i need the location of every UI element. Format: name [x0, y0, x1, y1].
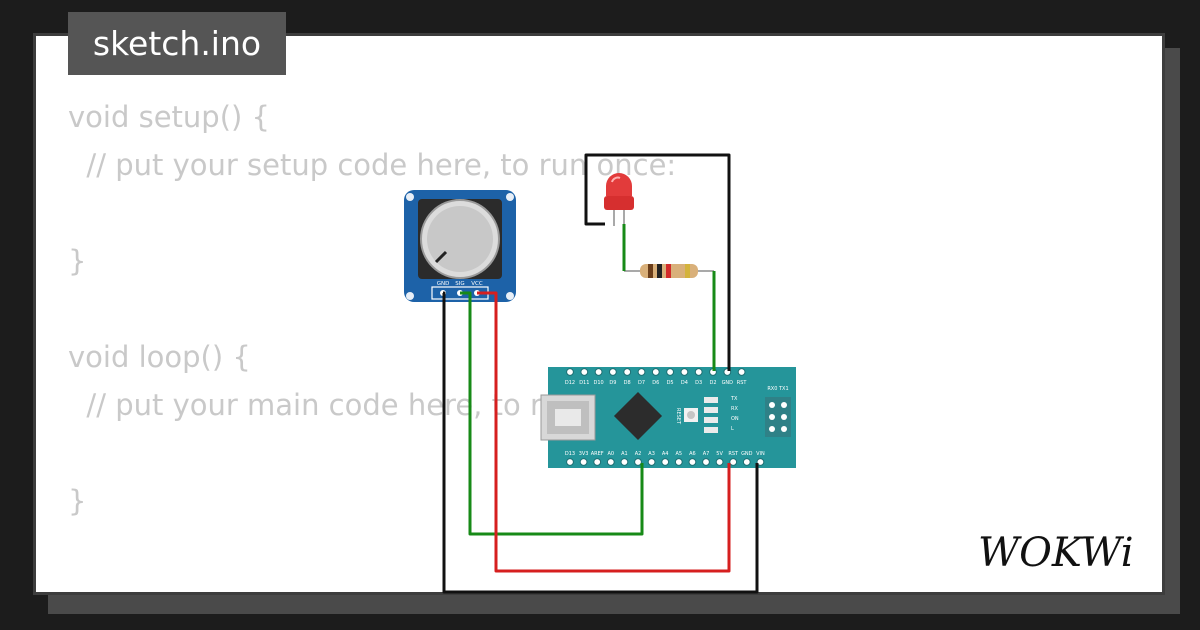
potentiometer[interactable]: GND SIG VCC — [404, 190, 516, 302]
wire-black-led — [584, 153, 731, 371]
resistor[interactable] — [624, 264, 714, 278]
pin-label-a4: A4 — [662, 451, 669, 457]
pin-label-d4: D4 — [681, 380, 688, 386]
pot-pin-vcc: VCC — [471, 281, 483, 287]
wokwi-logo-text: WOKWi — [978, 530, 1134, 574]
pin-d3[interactable] — [694, 368, 703, 376]
pin-label-a2: A2 — [635, 451, 642, 457]
red-led[interactable] — [604, 173, 634, 226]
pin-a5[interactable] — [674, 458, 683, 466]
file-tab[interactable]: sketch.ino — [68, 12, 286, 75]
pot-pin-gnd: GND — [437, 281, 450, 287]
wire-green-signal — [460, 291, 644, 536]
pin-a0[interactable] — [606, 458, 615, 466]
code-line: void setup() { — [68, 100, 270, 134]
code-line: } — [68, 484, 87, 518]
pin-label-d9: D9 — [609, 380, 616, 386]
pin-label-3v3: 3V3 — [579, 451, 589, 457]
pin-label-gnd: GND — [722, 380, 734, 386]
reset-label: RESET — [675, 408, 681, 425]
pin-3v3[interactable] — [579, 458, 588, 466]
led-on: ON — [731, 416, 739, 422]
pin-d5[interactable] — [666, 368, 674, 376]
pin-vin[interactable] — [756, 458, 765, 466]
code-line: void loop() { — [68, 340, 251, 374]
pin-label-a3: A3 — [648, 451, 655, 457]
pin-a3[interactable] — [647, 458, 656, 466]
pin-d9[interactable] — [609, 368, 617, 376]
pin-d8[interactable] — [623, 368, 632, 376]
pin-rst[interactable] — [729, 458, 738, 466]
pin-a6[interactable] — [688, 458, 697, 466]
wokwi-logo: WOKWi — [978, 530, 1134, 574]
pin-a1[interactable] — [620, 458, 629, 466]
pin-label-d13: D13 — [565, 451, 575, 457]
pin-label-vin: VIN — [756, 451, 765, 457]
pin-d6[interactable] — [651, 368, 660, 376]
pin-a4[interactable] — [661, 458, 670, 466]
pin-label-rst: RST — [728, 451, 739, 457]
pin-rst[interactable] — [737, 368, 746, 376]
pin-label-d2: D2 — [709, 380, 716, 386]
pin-d11[interactable] — [580, 368, 589, 376]
pin-label-a7: A7 — [703, 451, 710, 457]
rx-tx-label: RX0 TX1 — [767, 386, 788, 392]
pin-d7[interactable] — [637, 368, 646, 376]
pin-a7[interactable] — [702, 458, 710, 466]
pin-gnd[interactable] — [742, 458, 751, 466]
pin-label-d5: D5 — [667, 380, 674, 386]
arduino-nano[interactable]: RESET TX RX ON L RX0 TX1 D12 D11 D10 D9 D8 D7… — [540, 367, 796, 468]
pin-a2[interactable] — [634, 458, 642, 466]
pin-5v[interactable] — [715, 458, 724, 466]
pin-label-d11: D11 — [579, 380, 589, 386]
pin-d10[interactable] — [594, 368, 603, 376]
pin-label-a0: A0 — [607, 451, 614, 457]
pin-label-d7: D7 — [638, 380, 645, 386]
pin-label-d10: D10 — [593, 380, 603, 386]
pin-label-d3: D3 — [695, 380, 702, 386]
pin-label-d8: D8 — [624, 380, 631, 386]
pin-label-gnd: GND — [741, 451, 753, 457]
led-tx: TX — [730, 396, 738, 402]
pin-d4[interactable] — [680, 368, 689, 376]
pin-label-a5: A5 — [675, 451, 682, 457]
pin-d12[interactable] — [566, 368, 574, 376]
wire-black-gnd — [442, 291, 759, 594]
preview-card — [33, 33, 1165, 595]
pin-label-rst: RST — [737, 380, 748, 386]
pin-label-a1: A1 — [621, 451, 628, 457]
wires — [442, 153, 759, 594]
pin-d13[interactable] — [566, 458, 574, 466]
pin-aref[interactable] — [593, 458, 602, 466]
pin-label-5v: 5V — [716, 451, 723, 457]
code-line: } — [68, 244, 87, 278]
wire-red-vcc — [477, 291, 731, 573]
pin-label-a6: A6 — [689, 451, 696, 457]
pin-label-d6: D6 — [652, 380, 659, 386]
pin-label-d12: D12 — [565, 380, 575, 386]
pin-label-aref: AREF — [591, 451, 604, 457]
led-rx: RX — [731, 406, 738, 412]
pot-pin-sig: SIG — [455, 281, 464, 287]
led-l: L — [731, 426, 734, 432]
